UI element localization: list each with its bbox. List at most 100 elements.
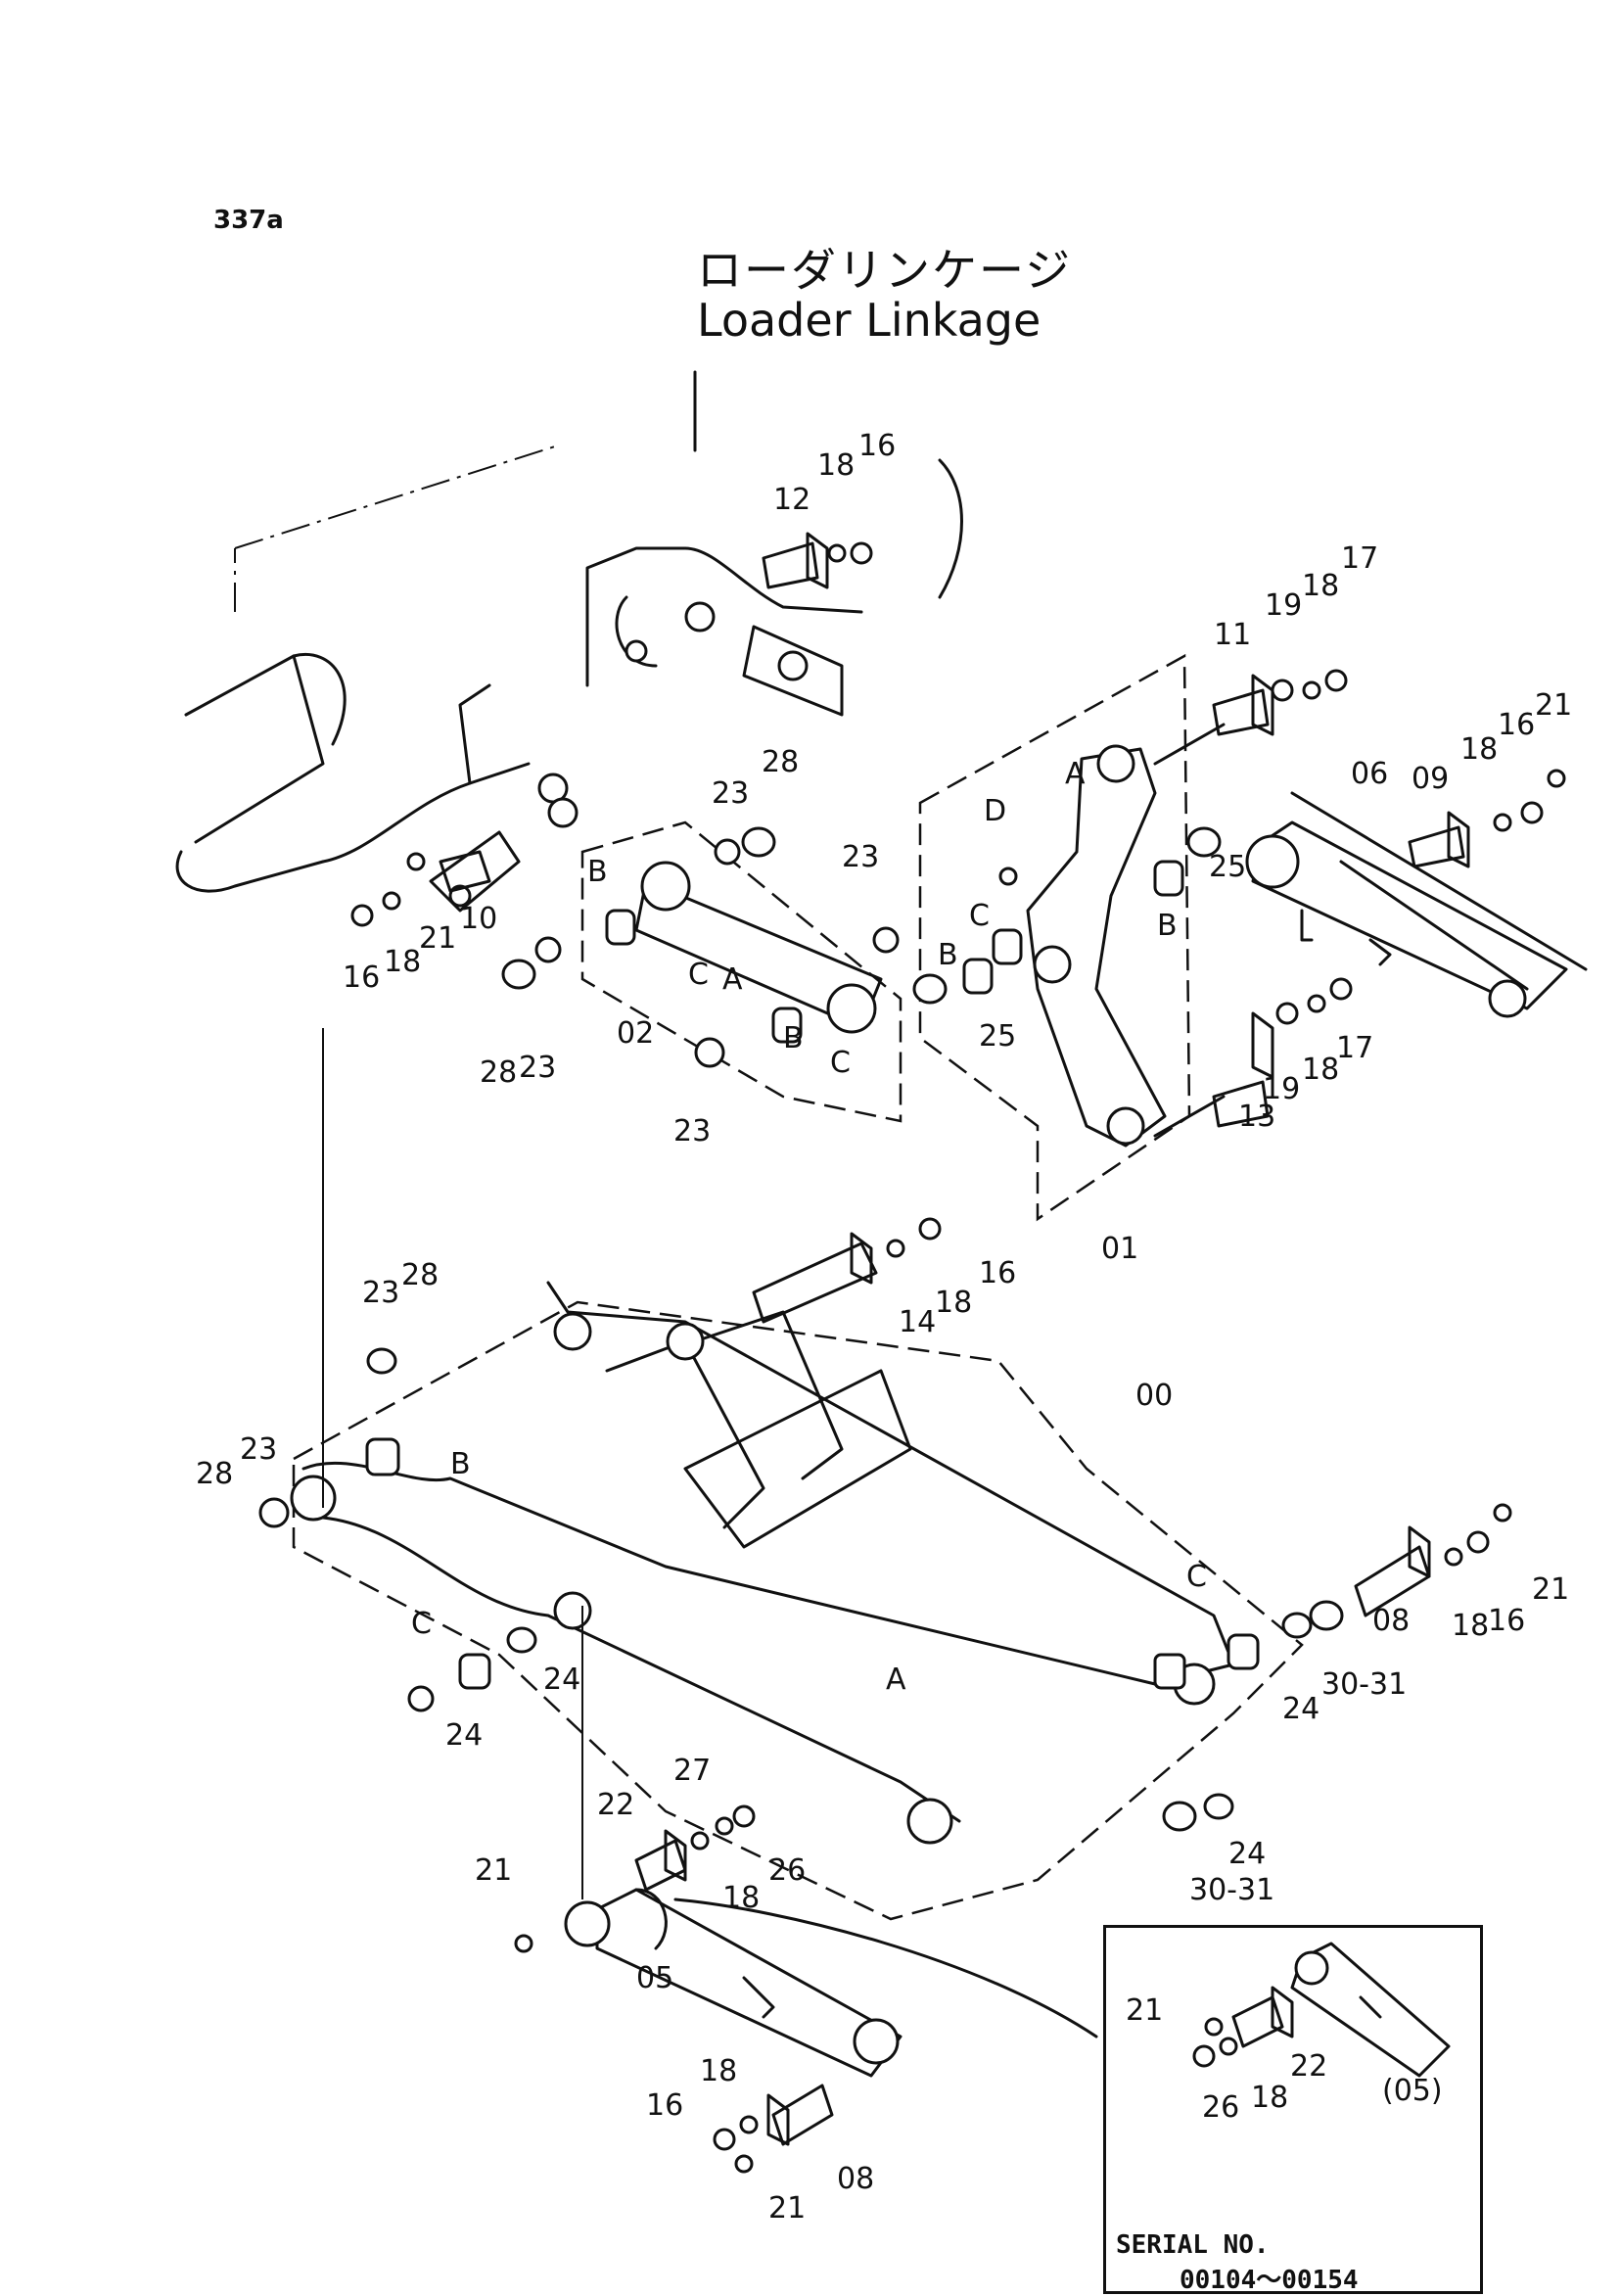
callout: B — [587, 855, 608, 889]
pin-13 — [1212, 977, 1353, 1128]
callout: 11 — [1214, 618, 1251, 652]
callout: 16 — [1498, 708, 1535, 742]
callout: 18 — [384, 945, 421, 979]
callout: 19 — [1265, 588, 1302, 623]
pin-12 — [762, 532, 873, 589]
callout: 05 — [636, 1961, 673, 1995]
callout: D — [984, 794, 1006, 828]
callout: C — [969, 899, 990, 933]
title-japanese: ローダリンケージ — [697, 244, 1073, 297]
title-english: Loader Linkage — [697, 294, 1041, 347]
callout: 27 — [673, 1754, 711, 1788]
callout: 18 — [700, 2054, 737, 2088]
callout-labels: 12 18 16 11 19 18 17 21 16 18 06 09 A D … — [196, 429, 1572, 2226]
callout: 21 — [1535, 688, 1572, 723]
callout: 16 — [646, 2088, 683, 2123]
callout: 23 — [240, 1432, 277, 1467]
callout: 21 — [1532, 1572, 1569, 1607]
callout: A — [1065, 757, 1086, 791]
pin-10 — [350, 850, 491, 927]
callout: 06 — [1351, 757, 1388, 791]
callout: 08 — [837, 2162, 874, 2196]
callout: 17 — [1336, 1031, 1373, 1065]
callout: 23 — [842, 840, 879, 874]
callout: 02 — [617, 1016, 654, 1051]
callout: 28 — [762, 745, 799, 779]
callout: 18 — [1302, 569, 1339, 603]
callout: 24 — [543, 1663, 580, 1697]
callout: 23 — [673, 1114, 711, 1148]
tilt-cylinder-06 — [1245, 791, 1588, 1018]
callout: 23 — [362, 1276, 399, 1310]
pin-14 — [752, 1217, 942, 1324]
callout: 19 — [1263, 1072, 1300, 1106]
pin-08-bottom — [514, 1934, 834, 2174]
callout: B — [783, 1021, 804, 1055]
boom-00 — [258, 1028, 1344, 1921]
callout: 28 — [401, 1258, 439, 1292]
callout: 21 — [768, 2191, 806, 2226]
callout: 00 — [1135, 1379, 1173, 1413]
callout: 30-31 — [1189, 1873, 1274, 1907]
callout: B — [1157, 909, 1178, 943]
callout: 13 — [1238, 1100, 1275, 1134]
callout: 16 — [979, 1256, 1016, 1290]
pin-09 — [1408, 769, 1566, 868]
callout: C — [411, 1607, 432, 1641]
lift-cylinder-05 — [564, 1606, 1098, 2078]
callout: (05) — [1382, 2074, 1443, 2108]
pin-11 — [1212, 669, 1348, 736]
callout: 24 — [1228, 1837, 1266, 1871]
callout: 28 — [196, 1457, 233, 1491]
page-number: 337a — [213, 206, 284, 235]
callout: A — [886, 1663, 906, 1697]
callout: 23 — [712, 776, 749, 811]
callout: 01 — [1101, 1232, 1138, 1266]
callout: 21 — [1126, 1993, 1163, 2028]
callout: 18 — [1460, 732, 1498, 767]
callout: 16 — [858, 429, 896, 463]
callout: 18 — [817, 448, 855, 483]
callout: 16 — [1488, 1604, 1525, 1638]
callout: A — [722, 962, 743, 997]
callout: 22 — [1290, 2049, 1327, 2084]
callout: 25 — [979, 1019, 1016, 1054]
bucket-attachment — [175, 370, 963, 913]
callout: 18 — [722, 1881, 760, 1915]
callout: 10 — [460, 902, 497, 936]
callout: 09 — [1412, 762, 1449, 796]
callout: 25 — [1209, 850, 1246, 884]
callout: 14 — [899, 1305, 936, 1339]
callout: 28 — [480, 1055, 517, 1090]
callout: 17 — [1341, 541, 1378, 576]
callout: 16 — [343, 961, 380, 995]
bucket-link-02 — [501, 820, 903, 1123]
callout: 18 — [935, 1286, 972, 1320]
serial-number-label: SERIAL NO. — [1116, 2230, 1270, 2260]
callout: 24 — [1282, 1692, 1319, 1726]
callout: 26 — [768, 1853, 806, 1888]
callout: 30-31 — [1321, 1667, 1407, 1702]
callout: 21 — [419, 921, 456, 956]
pin-08-right — [1354, 1503, 1512, 1617]
callout: C — [830, 1046, 851, 1080]
callout: 21 — [475, 1853, 512, 1888]
callout: 12 — [773, 483, 810, 517]
callout: 18 — [1302, 1053, 1339, 1087]
serial-number-range: 00104～00154 — [1180, 2266, 1359, 2295]
inset-cylinder-detail — [1192, 1942, 1451, 2078]
callout: 26 — [1202, 2090, 1239, 2125]
pin-22 — [634, 1804, 756, 1892]
callout: C — [1186, 1560, 1207, 1594]
callout: B — [938, 938, 958, 972]
callout: 18 — [1452, 1609, 1489, 1643]
callout: 18 — [1251, 2081, 1288, 2115]
callout: B — [450, 1447, 471, 1481]
callout: 23 — [519, 1051, 556, 1085]
callout: 08 — [1372, 1604, 1410, 1638]
callout: 22 — [597, 1788, 634, 1822]
bellcrank-01 — [912, 653, 1226, 1222]
callout: C — [688, 958, 709, 992]
callout: 24 — [445, 1718, 483, 1753]
